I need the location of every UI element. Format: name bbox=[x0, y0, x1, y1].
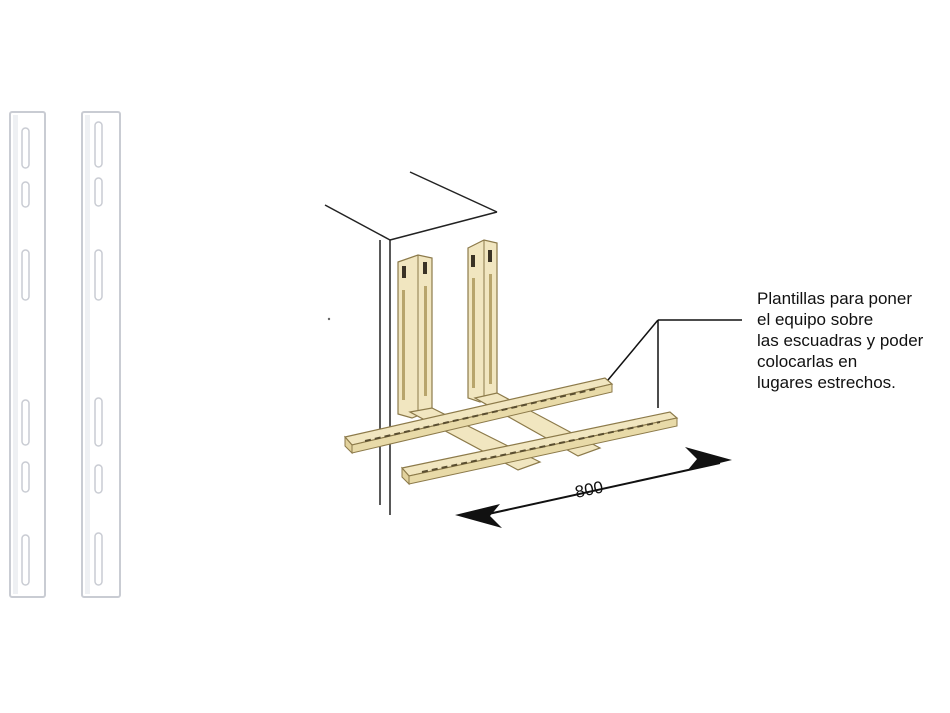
annotation-line: colocarlas en bbox=[757, 352, 858, 371]
arrowhead-right bbox=[685, 447, 732, 471]
arrowhead-left bbox=[455, 504, 502, 528]
annotation-line: Plantillas para poner bbox=[757, 289, 912, 308]
stray-dot bbox=[327, 317, 331, 321]
annotation-line: el equipo sobre bbox=[757, 310, 874, 329]
annotation-line: lugares estrechos. bbox=[757, 373, 896, 392]
annotation-text: Plantillas para poner el equipo sobre la… bbox=[757, 288, 947, 393]
annotation-line: las escuadras y poder bbox=[757, 331, 924, 350]
rail-front bbox=[400, 411, 679, 486]
dimension-label: 800 bbox=[573, 477, 605, 501]
vertical-bracket-right bbox=[467, 239, 498, 403]
wall-outline bbox=[324, 171, 498, 515]
vertical-bracket-left bbox=[397, 254, 433, 419]
annotation-leader bbox=[607, 319, 742, 408]
rail-rear bbox=[343, 377, 614, 455]
wall-rail-right bbox=[81, 111, 121, 598]
wall-rail-left bbox=[9, 111, 46, 598]
